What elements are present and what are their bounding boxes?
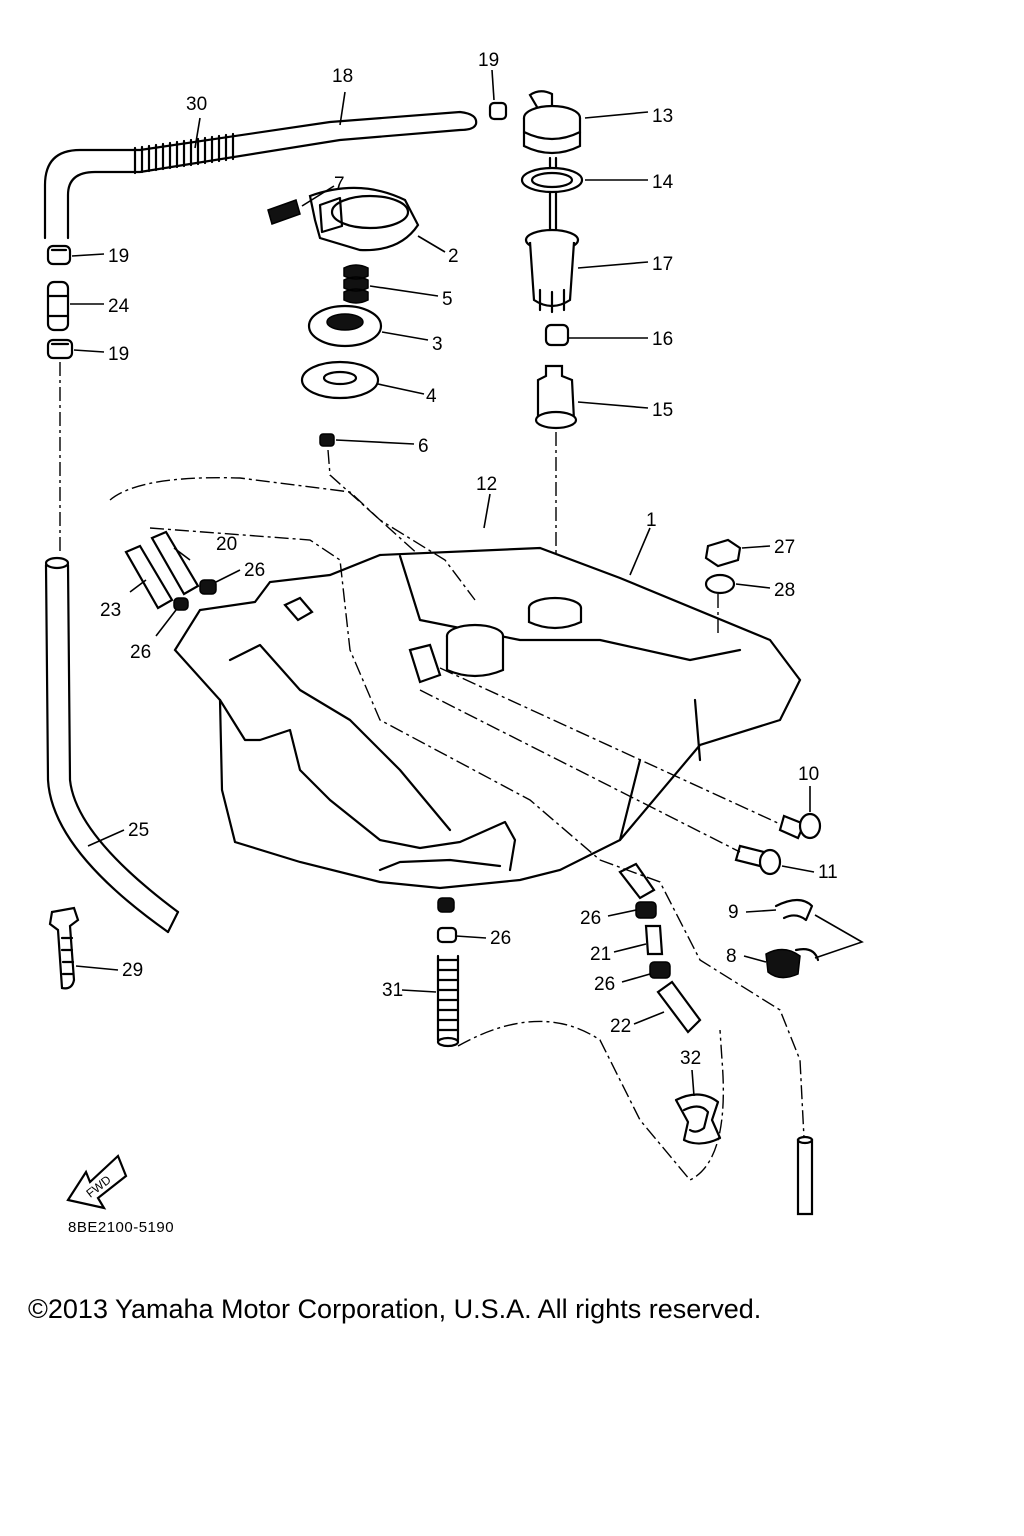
hose-31: [436, 954, 460, 1048]
vent-hose-18: [43, 110, 478, 240]
clip-8: [765, 948, 820, 979]
bolt-11: [734, 844, 782, 876]
callout-24: 24: [108, 296, 130, 317]
callout-23: 23: [100, 600, 121, 621]
callout-26-bottom-right-b: 26: [594, 974, 615, 995]
clip-26-top-b: [173, 597, 189, 611]
spring-7: [267, 199, 301, 225]
callout-21: 21: [590, 944, 611, 965]
leader-8-9: [814, 914, 864, 959]
corrugated-protector-30: [133, 132, 235, 175]
callout-29: 29: [122, 960, 143, 981]
callout-18: 18: [332, 66, 353, 87]
callout-31: 31: [382, 980, 403, 1001]
hose-20: [150, 530, 200, 596]
fuel-tank-1: [173, 546, 802, 890]
washer-4: [300, 360, 380, 400]
clip-9: [774, 898, 814, 922]
callout-1: 1: [646, 510, 657, 531]
holder-17: [524, 228, 580, 314]
callout-16: 16: [652, 329, 673, 350]
callout-3: 3: [432, 334, 443, 355]
callout-9: 9: [728, 902, 739, 923]
spring-5: [343, 264, 369, 304]
callout-15: 15: [652, 400, 673, 421]
bolt-10: [778, 812, 822, 840]
callout-11: 11: [818, 862, 838, 883]
hose-26-elbow: [618, 862, 656, 900]
hose-25: [44, 556, 180, 934]
clip-26-top-a: [199, 579, 217, 595]
callout-5: 5: [442, 289, 453, 310]
hose-clip-19-upper-left: [46, 244, 72, 266]
cable-band-29: [48, 906, 80, 990]
chain-line-right: [599, 859, 805, 1139]
callout-19-top: 19: [478, 50, 499, 71]
callout-26-bottom-right-a: 26: [580, 908, 601, 929]
callout-26-bottom-center: 26: [490, 928, 511, 949]
callout-12: 12: [476, 474, 497, 495]
chain-line-hose: [149, 527, 601, 861]
clip-26-bottom-right-a: [635, 901, 657, 919]
chain-line-bolt-10: [439, 667, 781, 825]
gasket-3: [307, 304, 383, 348]
callout-26-tank-left: 26: [130, 642, 151, 663]
callout-26-tank-top: 26: [244, 560, 265, 581]
chain-line-bolt-11: [419, 689, 741, 853]
callout-30: 30: [186, 94, 207, 115]
strainer-15: [534, 364, 578, 430]
chain-line-31: [457, 1020, 725, 1181]
joint-21: [644, 924, 664, 956]
joint-24: [46, 280, 70, 332]
callout-13: 13: [652, 106, 673, 127]
callout-28: 28: [774, 580, 795, 601]
callout-2: 2: [448, 246, 459, 267]
callout-10: 10: [798, 764, 819, 785]
callout-17: 17: [652, 254, 673, 275]
callout-22: 22: [610, 1016, 631, 1037]
hose-end-right: [796, 1135, 814, 1216]
clip-26-bottom-center: [436, 897, 458, 944]
callout-4: 4: [426, 386, 437, 407]
callout-8: 8: [726, 946, 737, 967]
drawing-number: 8BE2100-5190: [68, 1219, 175, 1236]
clip-6: [319, 433, 335, 447]
hose-23: [124, 544, 174, 610]
clamp-32: [674, 1093, 722, 1145]
fuel-tank-exploded-diagram: 18 30 19 13 14 17 16 15 7 2 5 3 4 6 19 2…: [43, 50, 864, 1216]
callout-19-left-upper: 19: [108, 246, 129, 267]
callout-7: 7: [334, 174, 345, 195]
fuel-gauge-13: [522, 90, 582, 234]
hose-clip-19-lower-left: [46, 338, 74, 360]
leader-lines: [70, 69, 815, 1097]
gasket-14: [520, 166, 584, 194]
hose-22: [656, 980, 702, 1034]
filler-cap-2: [308, 186, 420, 252]
callout-20: 20: [216, 534, 237, 555]
callout-32: 32: [680, 1048, 701, 1069]
callout-14: 14: [652, 172, 674, 193]
chain-line-vent: [109, 476, 476, 601]
clip-19-top: [488, 101, 508, 121]
nut-27: [704, 538, 742, 568]
callout-25: 25: [128, 820, 149, 841]
clip-16: [544, 323, 570, 347]
callout-19-left-lower: 19: [108, 344, 129, 365]
clip-26-bottom-right-b: [649, 961, 671, 979]
washer-28: [704, 573, 736, 595]
callout-27: 27: [774, 537, 795, 558]
callout-6: 6: [418, 436, 429, 457]
copyright-notice: ©2013 Yamaha Motor Corporation, U.S.A. A…: [28, 1294, 762, 1324]
fwd-arrow-icon: [66, 1154, 128, 1210]
